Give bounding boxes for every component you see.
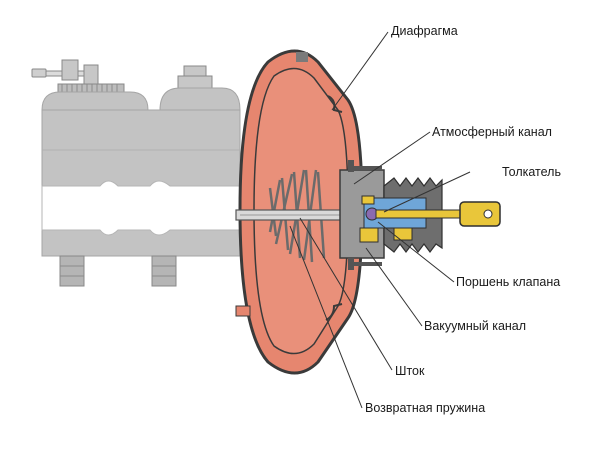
leader-lines [289,31,471,409]
label-pushrod: Толкатель [502,165,561,179]
label-valve-piston: Поршень клапана [456,275,561,289]
leader-return-spring [289,225,363,409]
master-cylinder [31,59,247,287]
label-return-spring: Возвратная пружина [365,401,486,415]
leader-vacuum-channel [365,247,423,327]
label-vacuum-channel: Вакуумный канал [424,319,527,333]
label-rod: Шток [395,364,425,378]
label-atmospheric-channel: Атмосферный канал [432,125,552,139]
leader-pushrod [383,171,471,213]
leader-diaphragm [331,31,389,111]
leader-rod [299,217,393,371]
leader-atmospheric-channel [353,131,431,185]
label-diaphragm: Диафрагма [391,24,458,38]
valve-assembly [339,160,501,270]
leader-valve-piston [377,221,455,283]
